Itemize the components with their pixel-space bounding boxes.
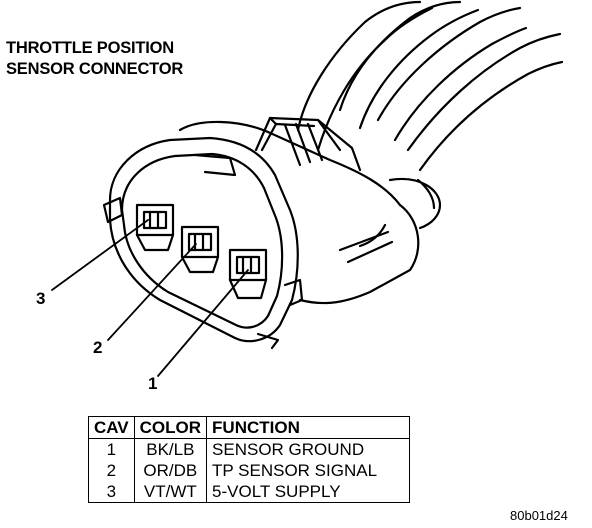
wire-bundle — [296, 0, 564, 210]
cell-function: 5-VOLT SUPPLY — [206, 481, 411, 503]
connector-latch — [254, 116, 362, 172]
cell-cav: 1 — [88, 438, 135, 460]
cell-function: TP SENSOR SIGNAL — [206, 460, 411, 481]
callout-1: 1 — [148, 374, 158, 393]
table-row: 2 OR/DB TP SENSOR SIGNAL — [88, 460, 411, 481]
cell-color: BK/LB — [133, 438, 208, 460]
pinout-table: CAV COLOR FUNCTION 1 BK/LB SENSOR GROUND… — [88, 416, 411, 503]
header-cav: CAV — [88, 416, 135, 439]
leader-line-1 — [157, 269, 249, 377]
table-row: 1 BK/LB SENSOR GROUND — [88, 438, 411, 460]
table-row: 3 VT/WT 5-VOLT SUPPLY — [88, 481, 411, 503]
leader-line-2 — [107, 243, 197, 341]
figure-id: 80b01d24 — [510, 508, 568, 523]
diagram-title: THROTTLE POSITION SENSOR CONNECTOR — [6, 38, 183, 80]
cavity-1 — [228, 248, 268, 300]
callout-2: 2 — [93, 338, 103, 357]
cell-function: SENSOR GROUND — [206, 438, 411, 460]
title-line-1: THROTTLE POSITION — [6, 39, 175, 57]
cell-cav: 2 — [88, 460, 135, 481]
header-color: COLOR — [133, 416, 208, 439]
callout-3: 3 — [36, 289, 46, 308]
cavity-3 — [135, 203, 175, 252]
header-function: FUNCTION — [206, 416, 411, 439]
leader-line-3 — [51, 219, 149, 291]
connector-housing — [102, 136, 304, 350]
cell-color: OR/DB — [133, 460, 208, 481]
cavity-2 — [180, 225, 220, 274]
connector-boot — [178, 120, 442, 305]
table-header-row: CAV COLOR FUNCTION — [88, 416, 411, 439]
cell-color: VT/WT — [133, 481, 208, 503]
cell-cav: 3 — [88, 481, 135, 503]
title-line-2: SENSOR CONNECTOR — [6, 60, 184, 78]
